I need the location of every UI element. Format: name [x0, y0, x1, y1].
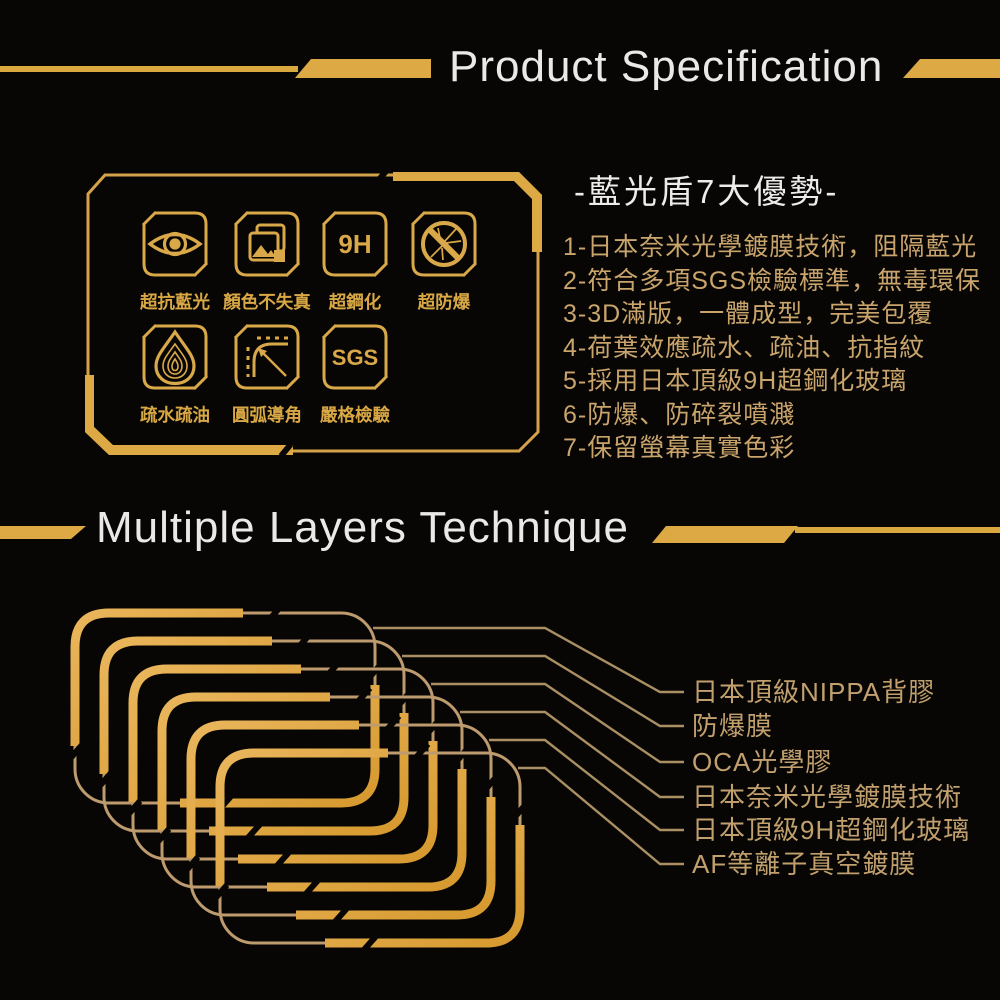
9h-badge: 9H: [338, 229, 371, 259]
photos-icon: [248, 223, 286, 262]
layer-rect: [181, 714, 501, 926]
layer-rect: [94, 630, 414, 842]
tile-label: 超防爆: [418, 292, 471, 312]
layer-rect: [152, 686, 472, 898]
header1-title: Product Specification: [449, 42, 884, 91]
feature-tile-hydrophobic: [137, 319, 213, 395]
header1-left-accent-bar: [295, 59, 431, 78]
layer-label: 日本頂級NIPPA背膠: [692, 677, 935, 707]
panel-frame-accent-topright: [393, 172, 542, 252]
advantage-item: 1-日本奈米光學鍍膜技術，阻隔藍光: [563, 233, 978, 261]
advantage-item: 3-3D滿版，一體成型，完美包覆: [563, 300, 934, 328]
header2-right-accent-bar: [652, 526, 798, 543]
water-drop-icon: [154, 329, 196, 386]
layer-rectangles: [65, 602, 530, 954]
advantages-list: 1-日本奈米光學鍍膜技術，阻隔藍光 2-符合多項SGS檢驗標準，無毒環保 3-3…: [563, 231, 1000, 466]
panel-frame: [85, 172, 542, 458]
layer-label: OCA光學膠: [692, 747, 832, 777]
header1-left-line: [0, 66, 298, 72]
layer-leader-lines: [373, 626, 684, 866]
feature-tile-strict-test: SGS: [317, 319, 393, 395]
feature-tile-tempered: 9H: [317, 206, 393, 282]
feature-tile-anti-explosion: [406, 206, 482, 282]
tile-label: 嚴格檢驗: [320, 405, 390, 425]
header2-title: Multiple Layers Technique: [96, 503, 629, 552]
layer-rect: [123, 658, 443, 870]
feature-tile-true-color: [229, 206, 305, 282]
sgs-badge: SGS: [332, 345, 378, 370]
header2-left-accent-bar: [0, 526, 86, 539]
layer-label: 防爆膜: [692, 711, 773, 741]
advantage-item: 7-保留螢幕真實色彩: [563, 434, 796, 462]
layer-rect: [65, 602, 385, 814]
tile-label: 圓弧導角: [232, 405, 302, 425]
feature-tile-anti-blue-light: [137, 206, 213, 282]
advantage-item: 2-符合多項SGS檢驗標準，無毒環保: [563, 266, 982, 295]
header1-right-accent-bar: [903, 59, 1000, 78]
advantage-item: 5-採用日本頂級9H超鋼化玻璃: [563, 367, 908, 395]
layer-label: 日本奈米光學鍍膜技術: [692, 782, 962, 812]
advantage-item: 4-荷葉效應疏水、疏油、抗指紋: [563, 333, 926, 362]
panel-frame-accent-bottomleft: [85, 375, 293, 455]
tile-label: 超抗藍光: [140, 292, 210, 312]
tile-label: 超鋼化: [329, 292, 382, 312]
eye-icon: [147, 231, 203, 257]
feature-tile-curved-edge: [229, 319, 305, 395]
no-shatter-icon: [421, 221, 467, 267]
layer-label: AF等離子真空鍍膜: [692, 849, 916, 879]
layer-stack-diagram: 日本頂級NIPPA背膠 防爆膜 OCA光學膠 日本奈米光學鍍膜技術 日本頂級9H…: [65, 602, 970, 954]
tile-label: 疏水疏油: [140, 405, 210, 425]
advantages-heading: -藍光盾7大優勢-: [574, 173, 840, 210]
tile-label: 顏色不失真: [223, 292, 311, 312]
advantage-item: 6-防爆、防碎裂噴濺: [563, 400, 796, 429]
layer-label: 日本頂級9H超鋼化玻璃: [692, 815, 970, 845]
layer-rect: [210, 742, 530, 954]
rounded-corner-icon: [246, 336, 289, 377]
header2-right-line: [795, 527, 1000, 533]
features-panel: 9H: [85, 172, 542, 458]
